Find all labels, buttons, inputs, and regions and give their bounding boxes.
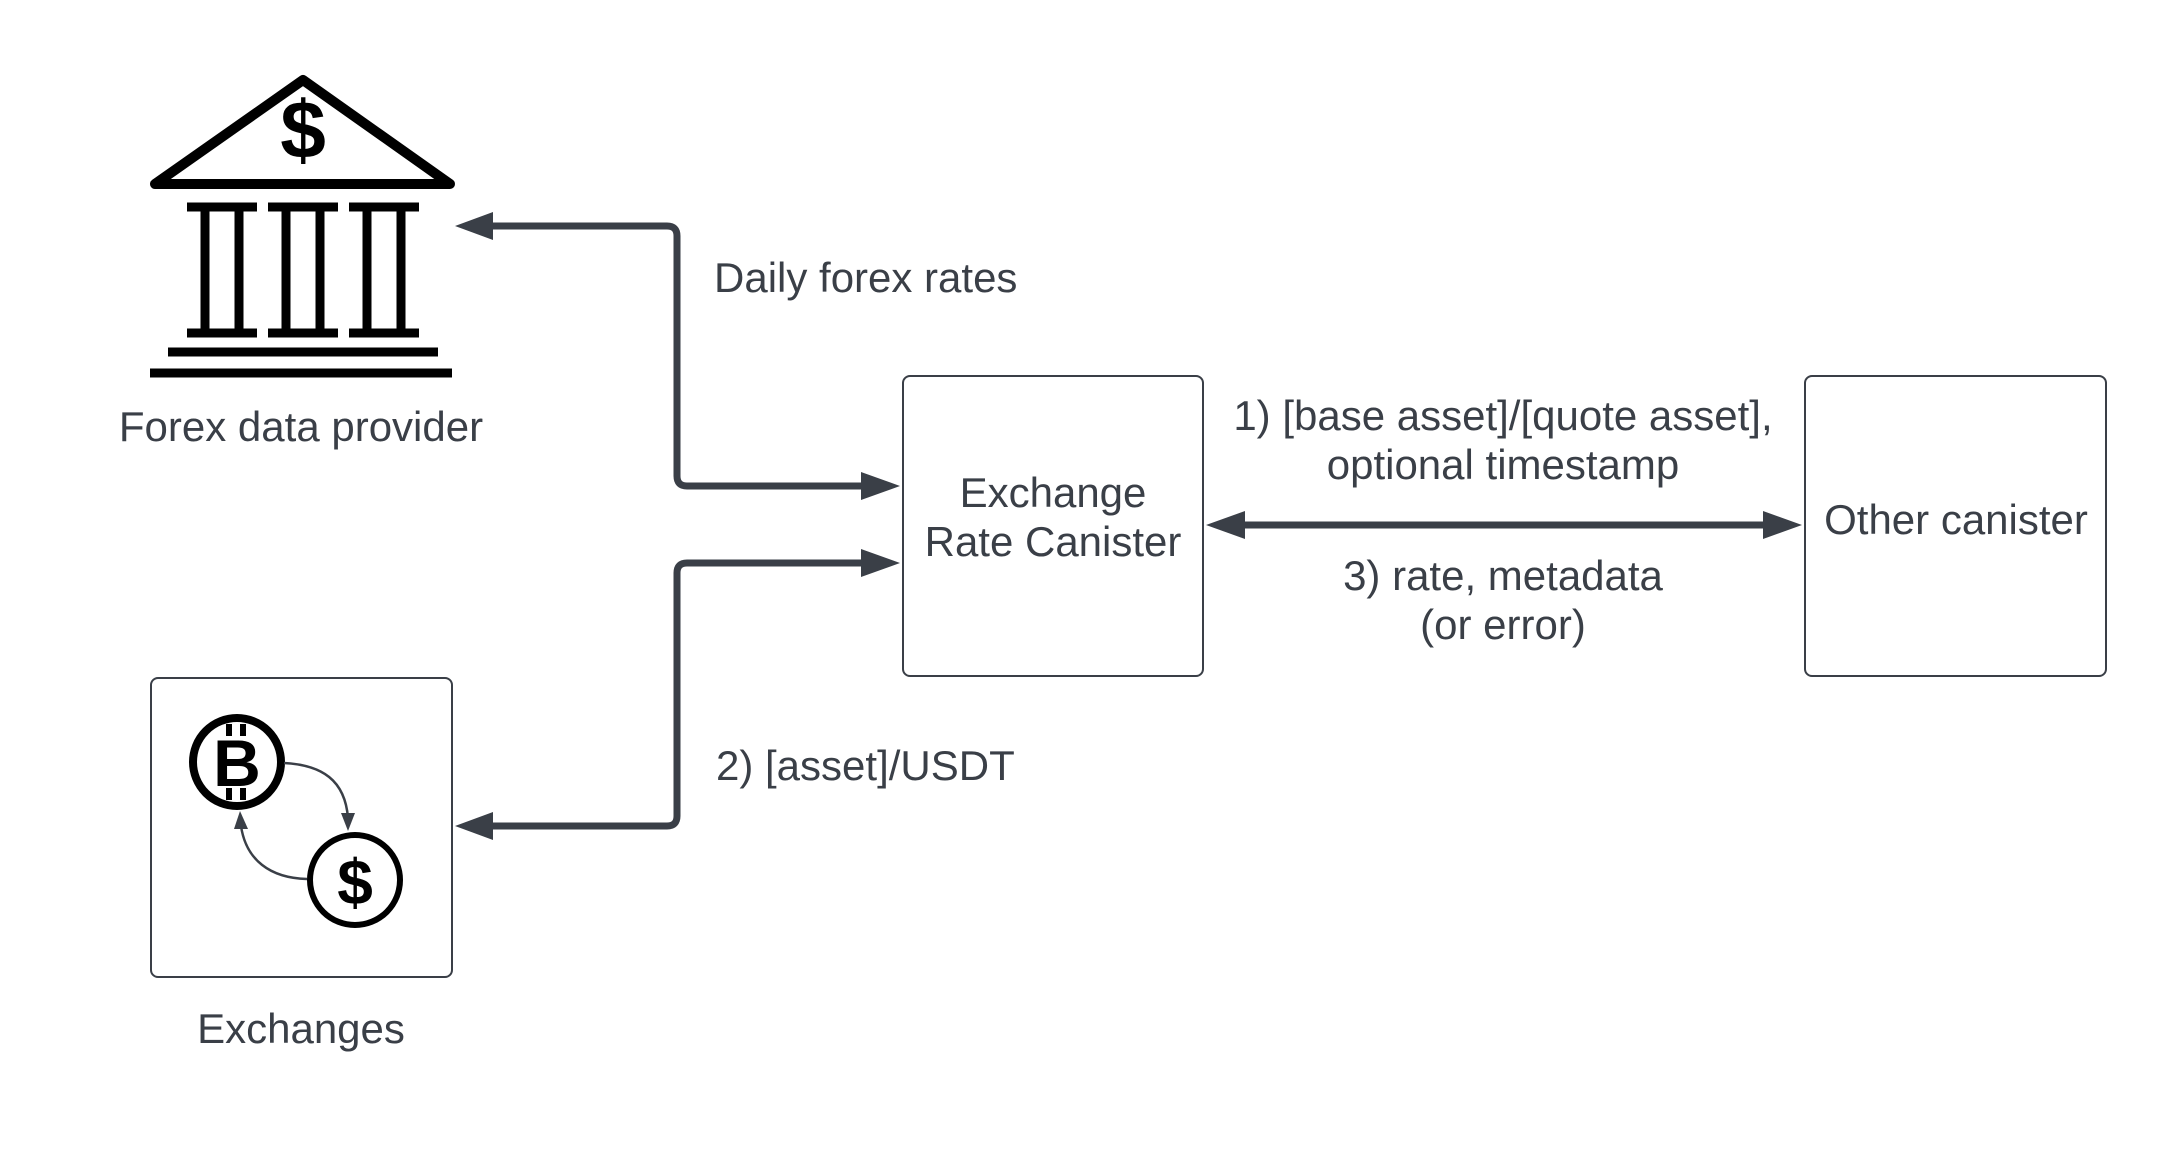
forex-edge-label: Daily forex rates [714, 254, 1017, 301]
dollar-coin-icon [307, 832, 403, 928]
dollar-icon: $ [337, 846, 373, 918]
request-arrowhead-right [1763, 511, 1802, 539]
exchanges-arrowhead-right [861, 549, 900, 577]
response-edge-label-line1: 3) rate, metadata [1343, 552, 1663, 599]
crypto-exchange-icon: B $ [189, 714, 403, 928]
exchange-rate-canister-box [902, 375, 1204, 677]
exchanges-label: Exchanges [197, 1005, 405, 1052]
request-edge-label-line1: 1) [base asset]/[quote asset], [1233, 392, 1772, 439]
exchanges-connector [455, 549, 900, 840]
forex-arrowhead-left [455, 212, 493, 240]
swap-arrow-up [239, 825, 308, 881]
bank-icon: $ [150, 75, 455, 378]
bitcoin-coin-icon [189, 714, 285, 810]
request-edge-label-line2: optional timestamp [1327, 441, 1680, 488]
xrc-label-line1: Exchange [960, 469, 1147, 516]
exchanges-box [150, 677, 453, 978]
other-canister-box [1804, 375, 2107, 677]
request-response-connector [1206, 511, 1802, 539]
xrc-label-line2: Rate Canister [925, 518, 1182, 565]
svg-text:$: $ [280, 85, 326, 176]
forex-connector [455, 212, 900, 500]
exchanges-arrowhead-left [455, 812, 493, 840]
exchanges-edge-label: 2) [asset]/USDT [716, 742, 1015, 789]
forex-provider-label: Forex data provider [119, 403, 483, 450]
request-arrowhead-left [1206, 511, 1245, 539]
other-canister-label: Other canister [1824, 496, 2088, 543]
bitcoin-icon: B [213, 726, 261, 800]
response-edge-label-line2: (or error) [1420, 601, 1586, 648]
swap-arrow-down [283, 761, 350, 819]
forex-arrowhead-right [861, 472, 900, 500]
